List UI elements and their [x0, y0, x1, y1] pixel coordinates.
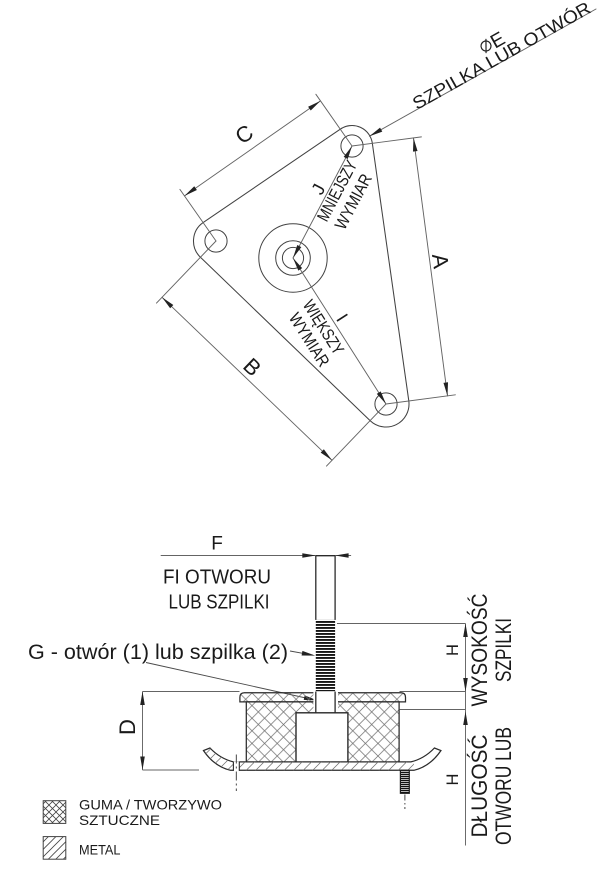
svg-text:FI OTWORU: FI OTWORU: [163, 567, 271, 589]
svg-text:GUMA / TWORZYWO: GUMA / TWORZYWO: [79, 797, 222, 813]
svg-text:METAL: METAL: [79, 842, 121, 858]
svg-text:H: H: [444, 774, 462, 786]
svg-text:G - otwór (1) lub szpilka (2): G - otwór (1) lub szpilka (2): [28, 640, 288, 664]
svg-text:D: D: [115, 719, 140, 735]
svg-text:A: A: [427, 252, 454, 270]
svg-text:C: C: [231, 119, 258, 149]
svg-text:SZPILKI: SZPILKI: [491, 618, 516, 682]
svg-text:H: H: [444, 644, 462, 656]
svg-text:SZPILKA LUB OTWÓR: SZPILKA LUB OTWÓR: [409, 0, 595, 114]
svg-text:B: B: [238, 353, 266, 381]
svg-text:OTWORU LUB: OTWORU LUB: [491, 727, 516, 845]
svg-text:WYSOKOŚĆ: WYSOKOŚĆ: [467, 593, 492, 706]
svg-text:LUB SZPILKI: LUB SZPILKI: [169, 592, 270, 614]
svg-text:I: I: [332, 310, 352, 325]
svg-text:DŁUGOŚĆ: DŁUGOŚĆ: [467, 734, 492, 837]
svg-text:SZTUCZNE: SZTUCZNE: [79, 812, 160, 828]
svg-text:F: F: [211, 534, 223, 555]
